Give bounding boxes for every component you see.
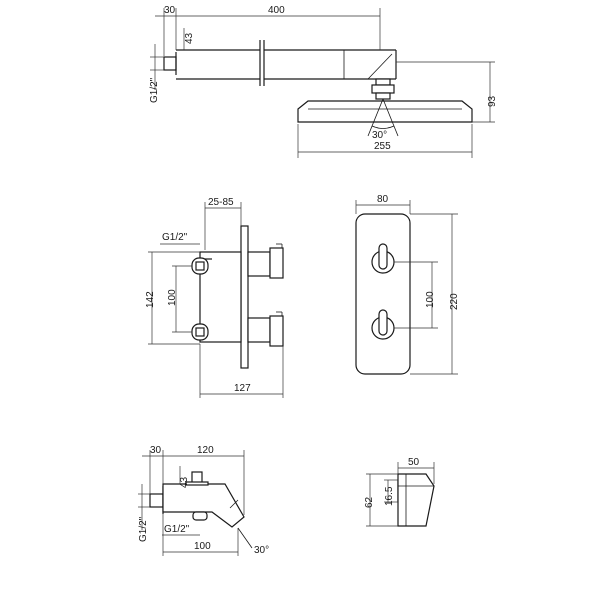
spout-dim-length: 120 [197,445,214,456]
spray-angle-arc [371,125,395,129]
valve-inlet-top-core [195,261,205,271]
shower-head [297,100,473,123]
holder-drawing: 50 62 16.5 [364,457,435,527]
arm-angle-line [367,53,393,80]
spout-dim-height: 43 [179,476,190,488]
valve-front-dim-height: 220 [449,293,460,310]
spout-drawing: 30 120 43 G1/2" G1/2" 100 30° [138,445,269,556]
valve-side-dim-outer: 142 [145,291,156,308]
arm-dim-head-width: 255 [374,141,391,152]
arm-wall-connector [163,56,177,71]
arm-dim-drop: 93 [487,95,498,107]
spout-dim-reach: 100 [194,541,211,552]
arm-dim-length: 400 [268,5,285,16]
spout-body [162,483,245,528]
spout-dim-thread-side: G1/2" [138,516,149,542]
spout-wall-connector [149,493,164,508]
arm-dim-angle: 30° [372,130,387,141]
holder-dim-offset: 16.5 [384,486,395,506]
valve-side-dim-total-depth: 127 [234,383,251,394]
valve-handle-bottom [269,315,284,347]
valve-cover-plate [240,225,249,369]
spout-detail [229,499,239,509]
spout-diverter-base [185,481,209,486]
valve-front-dim-width: 80 [377,194,389,205]
valve-handle-bottom-base [247,317,271,343]
arm-dim-thread: G1/2" [149,77,160,103]
valve-front-dim-spacing: 100 [425,291,436,308]
valve-handle-top [269,247,284,279]
holder-dim-width: 50 [408,457,420,468]
valve-side-dim-thread: G1/2" [162,232,188,243]
arm-dim-wall: 30 [164,5,176,16]
valve-side-dim-inner: 100 [167,289,178,306]
holder-body [397,473,435,527]
valve-side-dim-depth: 25-85 [208,197,234,208]
spray-line-right [382,98,399,137]
valve-front-drawing: 80 100 220 [355,194,460,375]
head-connector-top [375,78,391,86]
spout-dim-angle: 30° [254,545,269,556]
spout-dim-wall: 30 [150,445,162,456]
head-connector-nut [371,84,395,94]
valve-front-lever-bottom [378,309,388,336]
head-connector-bottom [375,92,391,100]
spray-line-left [367,98,384,137]
shower-arm-drawing: 30 400 43 G1/2" 93 30° 255 [149,5,498,158]
valve-side-drawing: 25-85 G1/2" 142 100 127 [145,197,284,398]
spout-bottom-outlet [192,511,208,521]
arm-dim-height: 43 [184,32,195,44]
valve-front-lever-top [378,243,388,270]
spout-dim-thread-bottom: G1/2" [164,524,190,535]
valve-handle-top-base [247,251,271,277]
spout-angle-line [237,527,253,549]
valve-front-plate [355,213,411,375]
holder-dim-height: 62 [364,496,375,508]
valve-inlet-bottom-core [195,327,205,337]
